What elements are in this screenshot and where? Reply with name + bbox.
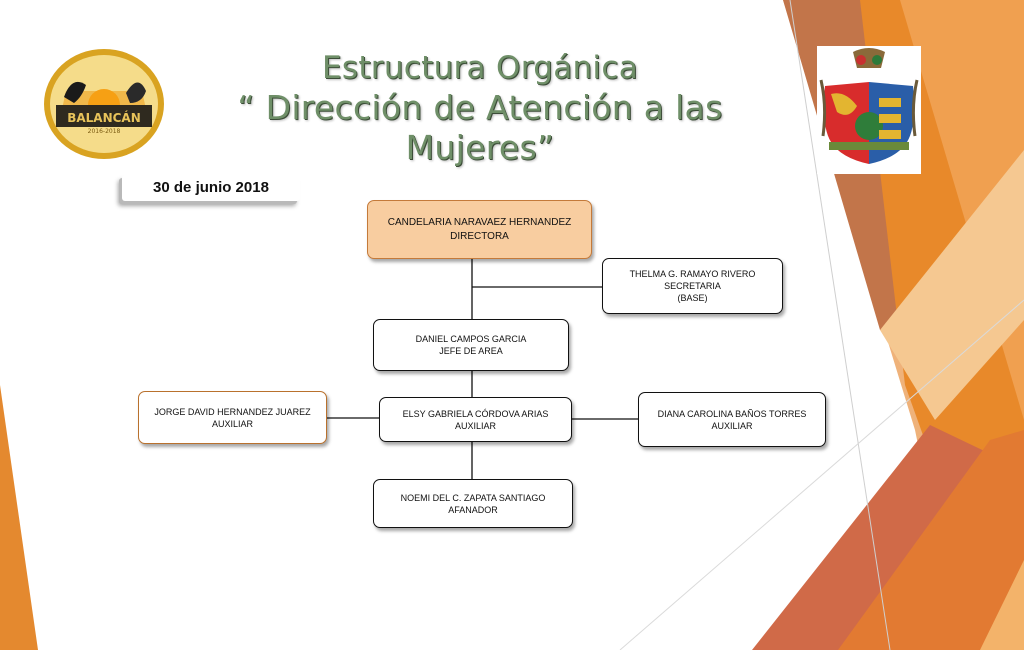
director-role: DIRECTORA bbox=[450, 230, 509, 242]
date-label: 30 de junio 2018 bbox=[122, 175, 300, 201]
secretary-role: SECRETARIA bbox=[664, 281, 721, 291]
balancan-seal-logo: BALANCÁN 2016-2018 bbox=[44, 49, 164, 159]
aux-left-name: JORGE DAVID HERNANDEZ JUAREZ bbox=[154, 406, 311, 417]
page-title: Estructura Orgánica bbox=[321, 50, 638, 86]
secretary-name: THELMA G. RAMAYO RIVERO bbox=[629, 269, 756, 279]
aux-left-role: AUXILIAR bbox=[211, 418, 253, 429]
org-box-secretary: THELMA G. RAMAYO RIVERO SECRETARIA (BASE… bbox=[602, 258, 783, 314]
tabasco-coat-of-arms-logo bbox=[817, 46, 921, 174]
seal-years-text: 2016-2018 bbox=[88, 128, 121, 135]
org-box-aux-right: DIANA CAROLINA BAÑOS TORRES AUXILIAR bbox=[638, 392, 826, 447]
head-role: JEFE DE AREA bbox=[439, 346, 503, 356]
head-name: DANIEL CAMPOS GARCIA bbox=[415, 334, 527, 344]
org-box-head: DANIEL CAMPOS GARCIA JEFE DE AREA bbox=[373, 319, 569, 371]
org-box-director: CANDELARIA NARAVAEZ HERNANDEZ DIRECTORA bbox=[367, 200, 592, 259]
seal-name-text: BALANCÁN bbox=[67, 110, 141, 125]
aux-right-name: DIANA CAROLINA BAÑOS TORRES bbox=[657, 408, 807, 419]
page-subtitle: “ Dirección de Atención a las Mujeres” bbox=[237, 88, 723, 167]
org-box-janitor: NOEMI DEL C. ZAPATA SANTIAGO AFANADOR bbox=[373, 479, 573, 528]
secretary-note: (BASE) bbox=[677, 293, 708, 303]
janitor-name: NOEMI DEL C. ZAPATA SANTIAGO bbox=[400, 492, 546, 503]
aux-right-role: AUXILIAR bbox=[711, 420, 753, 431]
title-block: Estructura Orgánica “ Dirección de Atenc… bbox=[160, 48, 800, 168]
director-name: CANDELARIA NARAVAEZ HERNANDEZ bbox=[387, 216, 572, 228]
janitor-role: AFANADOR bbox=[448, 504, 498, 515]
aux-center-name: ELSY GABRIELA CÓRDOVA ARIAS bbox=[402, 408, 549, 419]
org-box-aux-left: JORGE DAVID HERNANDEZ JUAREZ AUXILIAR bbox=[138, 391, 327, 444]
aux-center-role: AUXILIAR bbox=[454, 420, 496, 431]
org-box-aux-center: ELSY GABRIELA CÓRDOVA ARIAS AUXILIAR bbox=[379, 397, 572, 442]
